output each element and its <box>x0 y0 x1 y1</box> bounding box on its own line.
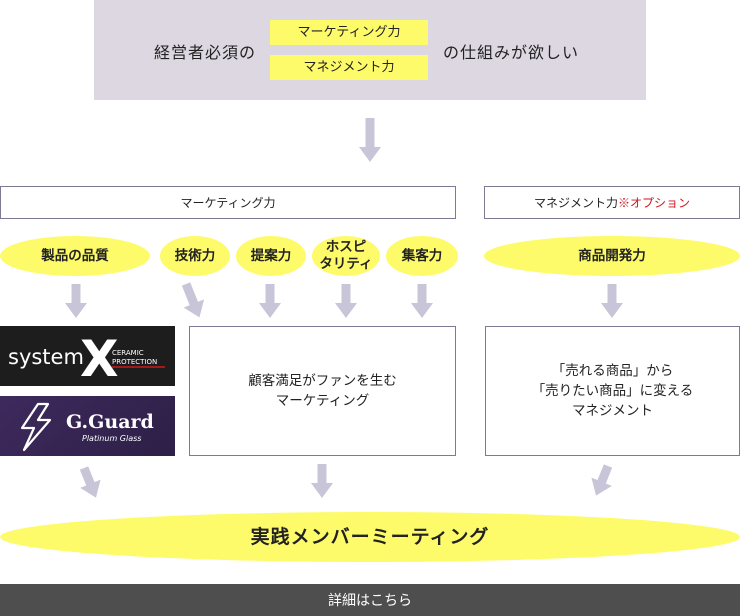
system-x-logo: system X CERAMIC PROTECTION <box>0 326 175 386</box>
pill-proposal-skill: 提案力 <box>236 236 306 276</box>
pill-hospitality-line2: タリティ <box>319 256 373 272</box>
header-tag-management: マネジメント力 <box>270 55 428 80</box>
pill-customer-attraction: 集客力 <box>386 236 458 276</box>
management-section-header: マネジメント力※オプション <box>484 186 740 219</box>
arrow-tech-diag <box>181 282 205 318</box>
marketing-result-line1: 顧客満足がファンを生む <box>248 373 397 389</box>
system-x-letter: X <box>80 330 119 386</box>
arrow-proposal-down <box>259 284 281 318</box>
arrow-brand-diag <box>79 466 101 498</box>
system-x-word: system <box>8 345 84 369</box>
pill-technical-skill: 技術力 <box>160 236 230 276</box>
pill-product-development: 商品開発力 <box>484 236 740 276</box>
marketing-section-title: マーケティング力 <box>180 196 276 210</box>
details-link-label: 詳細はこちら <box>328 593 412 609</box>
header-panel <box>94 0 646 100</box>
pill-hospitality: ホスピ タリティ <box>312 236 380 276</box>
system-x-sub1: CERAMIC <box>112 349 144 357</box>
g-guard-logo-graphic: G.Guard Platinum Glass <box>20 402 154 452</box>
option-note: ※オプション <box>618 196 691 210</box>
arrow-hospitality-down <box>335 284 357 318</box>
pill-product-quality: 製品の品質 <box>0 236 150 276</box>
marketing-section-header: マーケティング力 <box>0 186 456 219</box>
management-result-line2: 「売りたい商品」に変える <box>531 383 694 399</box>
header-prefix: 経営者必須の <box>154 43 257 62</box>
outcome-member-meeting: 実践メンバーミーティング <box>0 512 740 562</box>
marketing-result-box: 顧客満足がファンを生む マーケティング <box>189 326 456 456</box>
marketing-result-line2: マーケティング <box>275 393 370 409</box>
arrow-attraction-down <box>411 284 433 318</box>
arrow-marketing-down <box>311 464 333 498</box>
management-result-box: 「売れる商品」から 「売りたい商品」に変える マネジメント <box>485 326 740 456</box>
pill-hospitality-line1: ホスピ <box>325 239 367 255</box>
header-tag-marketing: マーケティング力 <box>270 20 428 45</box>
g-guard-sub: Platinum Glass <box>82 434 141 443</box>
arrow-header-down <box>359 118 381 162</box>
g-guard-title: G.Guard <box>66 411 154 433</box>
management-result-line3: マネジメント <box>572 403 653 419</box>
management-section-title: マネジメント力 <box>533 196 618 210</box>
lightning-bolt-icon <box>20 402 52 452</box>
system-x-sub2: PROTECTION <box>112 358 157 366</box>
system-x-logo-graphic: system X CERAMIC PROTECTION <box>8 330 165 386</box>
header-suffix: の仕組みが欲しい <box>443 43 580 62</box>
details-link-button[interactable]: 詳細はこちら <box>0 584 740 616</box>
g-guard-logo: G.Guard Platinum Glass <box>0 396 175 456</box>
arrow-management-diag <box>591 464 613 496</box>
arrow-quality-down <box>65 284 87 318</box>
arrow-development-down <box>601 284 623 318</box>
management-result-line1: 「売れる商品」から <box>551 363 674 379</box>
